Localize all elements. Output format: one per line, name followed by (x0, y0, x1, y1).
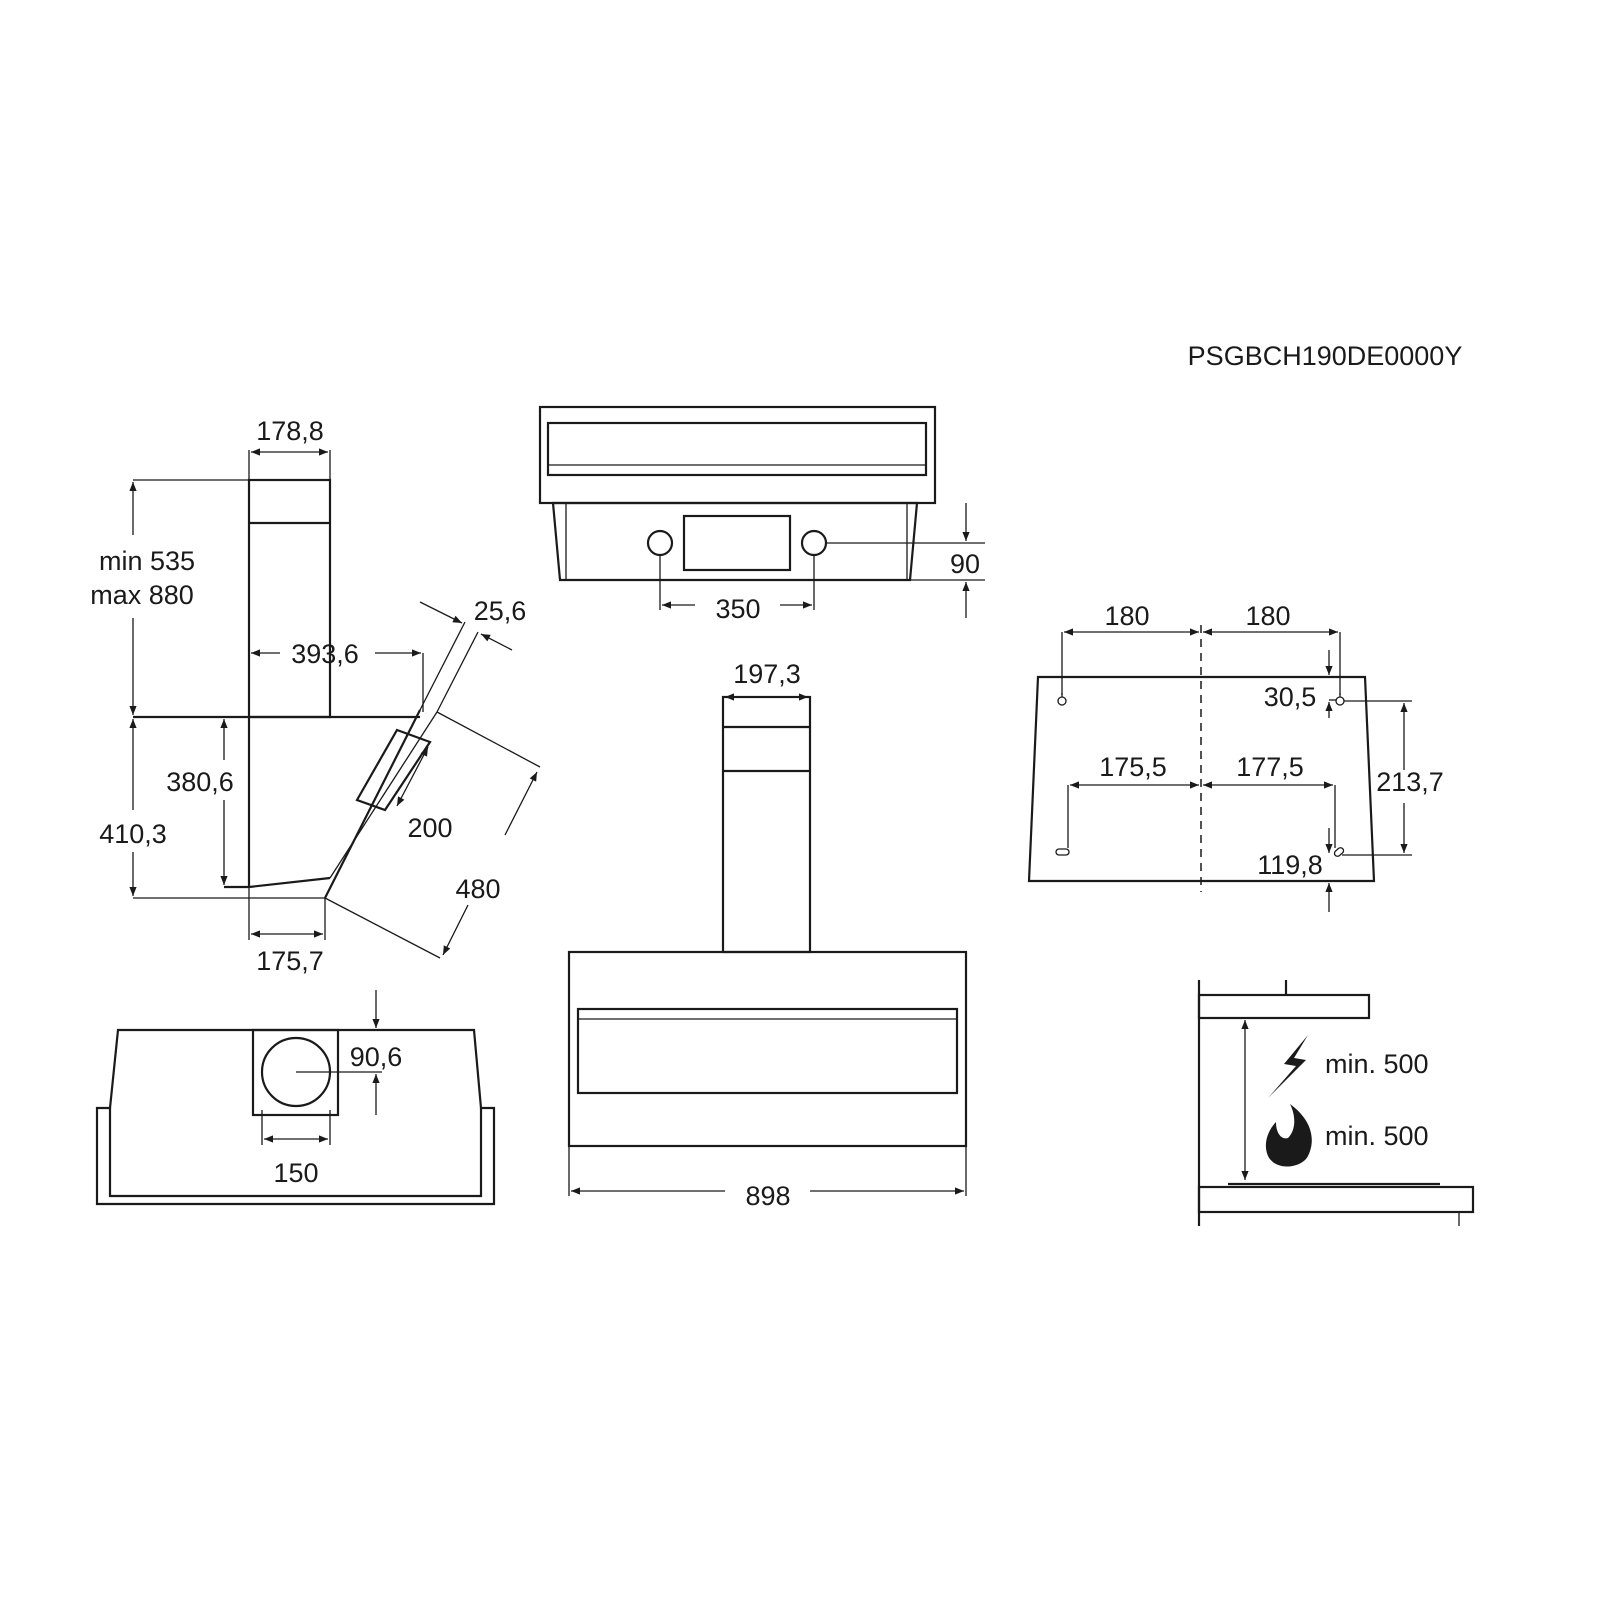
dim-bottom-right: 177,5 (1236, 752, 1304, 782)
dim-front-chimney-width: 197,3 (733, 659, 801, 689)
keyhole-icon (1057, 693, 1067, 706)
model-code: PSGBCH190DE0000Y (1188, 341, 1463, 371)
slot-icon (1055, 848, 1070, 856)
bottom-view: 90,6 150 (95, 990, 496, 1206)
gas-distance: min. 500 (1325, 1121, 1429, 1151)
dim-top-left: 180 (1104, 601, 1149, 631)
dim-spacing: 350 (715, 594, 760, 624)
keyhole-icon (1335, 693, 1345, 706)
dim-width: 898 (745, 1181, 790, 1211)
dim-bottom-offset: 119,8 (1257, 850, 1323, 880)
dim-outlet-offset: 90,6 (350, 1042, 403, 1072)
dim-bottom-left: 175,5 (1099, 752, 1167, 782)
front-view: 197,3 898 (567, 659, 968, 1211)
dim-panel-length: 480 (455, 874, 500, 904)
dim-chimney-width: 178,8 (256, 416, 324, 446)
dim-chimney-max: max 880 (90, 580, 194, 610)
dim-bottom-depth: 175,7 (256, 946, 324, 976)
dim-top-offset: 30,5 (1264, 682, 1317, 712)
dim-top-right: 180 (1245, 601, 1290, 631)
dim-outlet-diameter: 150 (273, 1158, 318, 1188)
flame-icon (1265, 1104, 1312, 1167)
dim-total-height: 410,3 (99, 819, 167, 849)
dim-vertical-spacing: 213,7 (1376, 767, 1444, 797)
top-view: 350 90 (538, 405, 985, 624)
electric-distance: min. 500 (1325, 1049, 1429, 1079)
slot-icon (1333, 847, 1345, 857)
mounting-plan: 180 180 30,5 213,7 175,5 177,5 119,8 (1027, 601, 1444, 912)
dim-panel-thickness: 25,6 (474, 596, 527, 626)
side-view: 178,8 min 535 max 880 25,6 393,6 200 480… (90, 416, 541, 976)
dim-chimney-min: min 535 (99, 546, 195, 576)
lightning-icon (1268, 1035, 1308, 1098)
safety-distances: min. 500 min. 500 (1197, 980, 1475, 1226)
dim-offset: 90 (950, 549, 980, 579)
dim-depth: 393,6 (291, 639, 359, 669)
dim-handle: 200 (407, 813, 452, 843)
dim-body-height: 380,6 (166, 767, 234, 797)
